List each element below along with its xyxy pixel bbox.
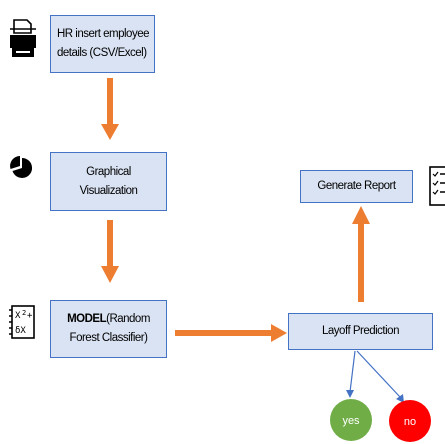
hr-input-node: HR insert employee details (CSV/Excel) (50, 15, 155, 73)
model-node: MODEL(Random Forest Classifier) (50, 300, 167, 358)
graphical-visualization-node: Graphical Visualization (50, 152, 167, 211)
model-line2: Forest Classifier) (69, 332, 148, 344)
arrow-layoff-to-report (352, 206, 370, 302)
graphical-line1: Graphical (86, 165, 131, 178)
layoff-prediction-node: Layoff Prediction (288, 313, 433, 350)
hr-input-line1: HR insert employee (57, 28, 149, 40)
model-line1: MODEL(Random (67, 310, 150, 329)
no-outcome: no (389, 400, 431, 442)
yes-outcome: yes (330, 399, 372, 441)
graphical-line2: Visualization (79, 184, 138, 197)
document-printer-icon (10, 19, 36, 57)
report-label: Generate Report (317, 180, 396, 192)
checklist-icon (429, 166, 445, 206)
arrow-model-to-layoff (175, 324, 287, 342)
outcome-connectors (346, 350, 404, 403)
arrow-graphical-to-model (101, 220, 119, 283)
generate-report-node: Generate Report (300, 170, 413, 203)
arrow-input-to-graphical (101, 78, 119, 140)
yes-label: yes (342, 415, 360, 427)
math-notation-icon: X 2 + δX (9, 305, 35, 339)
svg-text:2: 2 (22, 309, 26, 317)
model-bold: MODEL (67, 313, 107, 325)
hr-input-line2: details (CSV/Excel) (57, 47, 147, 59)
svg-text:+: + (27, 311, 33, 321)
model-line1-rest: (Random (106, 313, 150, 325)
no-label: no (404, 416, 416, 428)
svg-text:X: X (15, 311, 21, 321)
svg-text:δX: δX (15, 326, 26, 336)
pie-chart-icon (10, 156, 33, 178)
layoff-label: Layoff Prediction (322, 325, 399, 337)
